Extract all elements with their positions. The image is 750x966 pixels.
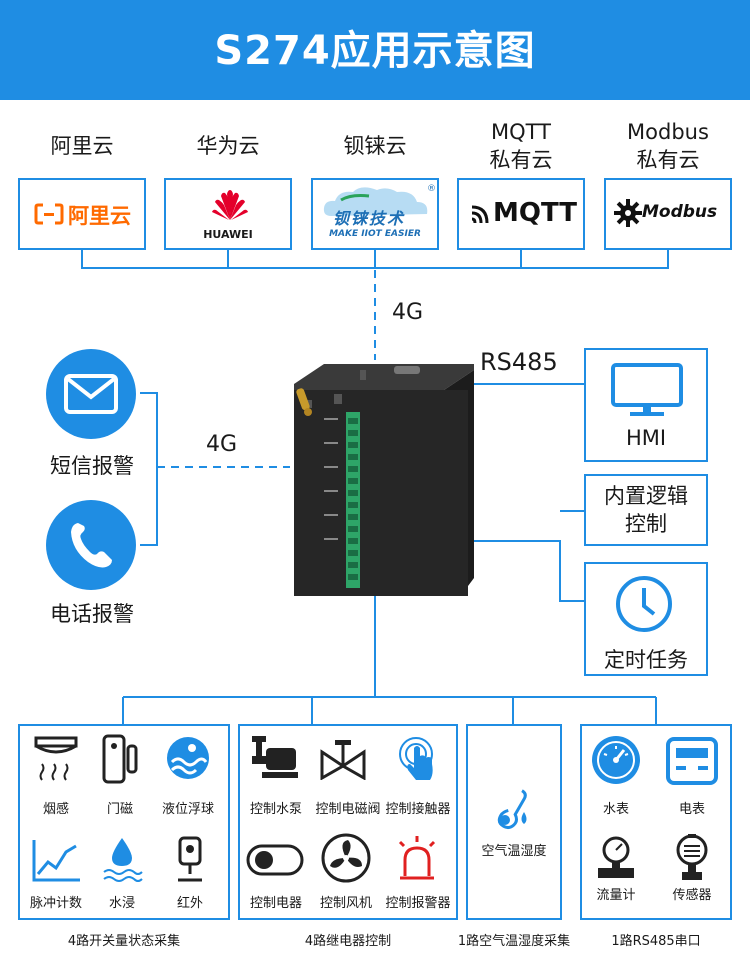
mail-icon: [63, 373, 119, 415]
flow-meter-label: 流量计: [596, 888, 636, 903]
group-caption-relay: 4路继电器控制: [304, 934, 392, 949]
hmi-box: HMI: [584, 348, 708, 462]
door-sensor-icon: [100, 732, 140, 786]
title-banner: [0, 0, 750, 100]
pulse-label: 脉冲计数: [29, 896, 82, 911]
huawei-logo-text: HUAWEI: [203, 228, 253, 241]
phone-alarm-label: 电话报警: [50, 602, 134, 626]
cloud-label-modbus: Modbus 私有云: [627, 120, 709, 172]
door-label: 门磁: [106, 802, 133, 817]
huawei-logo-icon: [210, 188, 250, 222]
pulse-chart-icon: [30, 836, 82, 884]
logic-box: 内置逻辑 控制: [584, 474, 708, 546]
thermometer-icon: [490, 782, 534, 834]
water-meter-icon: [590, 734, 642, 786]
barun-cloud-icon: [321, 186, 431, 220]
cloud-label-mqtt: MQTT 私有云: [489, 120, 553, 172]
cloud-label-barun: 钡铼云: [343, 134, 407, 158]
touch-icon: [394, 734, 440, 782]
cloud-box-barun: ® 钡铼技术 MAKE IIOT EASIER: [311, 178, 439, 250]
alarm-light-icon: [394, 832, 440, 882]
monitor-icon: [610, 362, 684, 418]
modbus-logo-text: Modbus: [642, 202, 718, 222]
timer-label: 定时任务: [604, 648, 688, 672]
water-level-label: 液位浮球: [161, 802, 214, 817]
s274-device: [284, 356, 474, 600]
switch-icon: [246, 844, 304, 876]
infrared-label: 红外: [176, 896, 203, 911]
phone-alarm-circle: [46, 500, 136, 590]
water-immersion-label: 水浸: [108, 896, 135, 911]
rs485-label: RS485: [480, 348, 558, 376]
sms-alarm-label: 短信报警: [50, 454, 134, 478]
aliyun-logo-text: 阿里云: [68, 204, 131, 228]
water-meter-label: 水表: [602, 802, 629, 817]
group-caption-temp-humidity: 1路空气温湿度采集: [457, 934, 571, 949]
group-caption-digital-input: 4路开关量状态采集: [67, 934, 181, 949]
sms-alarm-circle: [46, 349, 136, 439]
sms-4g-label: 4G: [206, 432, 238, 457]
electric-meter-label: 电表: [678, 802, 705, 817]
cloud-box-aliyun: 阿里云: [18, 178, 146, 250]
fan-label: 控制风机: [319, 896, 372, 911]
cloud-box-huawei: HUAWEI: [164, 178, 292, 250]
phone-icon: [68, 520, 116, 570]
valve-icon: [318, 736, 368, 780]
fan-icon: [320, 832, 372, 884]
antenna-icon: [292, 388, 314, 416]
alarm-label: 控制报警器: [385, 896, 451, 911]
cloud-box-mqtt: MQTT: [457, 178, 585, 250]
sensor-icon: [670, 832, 714, 884]
page-title: S274应用示意图: [214, 28, 536, 74]
group-caption-rs485: 1路RS485串口: [611, 934, 701, 949]
clock-icon: [614, 574, 674, 634]
aliyun-logo-icon: [34, 202, 64, 226]
infrared-icon: [172, 836, 208, 884]
group-box-temp-humidity: [466, 724, 562, 920]
smoke-label: 烟感: [42, 802, 69, 817]
barun-logo-subtext: MAKE IIOT EASIER: [329, 229, 421, 239]
mqtt-signal-icon: [469, 203, 491, 227]
barun-logo-text: 钡铼技术: [333, 209, 406, 228]
pump-icon: [248, 734, 302, 782]
appliance-label: 控制电器: [249, 896, 302, 911]
sensor-label: 传感器: [672, 888, 712, 903]
timer-box: 定时任务: [584, 562, 708, 676]
modbus-gear-icon: [614, 198, 642, 228]
smoke-detector-icon: [32, 734, 80, 782]
water-drop-icon: [100, 836, 144, 884]
contactor-label: 控制接触器: [385, 802, 451, 817]
hmi-label: HMI: [625, 426, 667, 450]
logic-label: 内置逻辑 控制: [604, 484, 688, 536]
pump-label: 控制水泵: [249, 802, 302, 817]
cloud-4g-label: 4G: [392, 300, 424, 325]
mqtt-logo-text: MQTT: [493, 198, 578, 228]
valve-label: 控制电磁阀: [315, 802, 381, 817]
temp-humidity-label: 空气温湿度: [481, 844, 547, 859]
barun-registered-mark: ®: [427, 184, 436, 194]
flow-meter-icon: [594, 834, 638, 884]
water-level-icon: [164, 734, 212, 782]
cloud-label-huawei: 华为云: [196, 134, 260, 158]
cloud-label-aliyun: 阿里云: [50, 134, 114, 158]
cloud-box-modbus: Modbus: [604, 178, 732, 250]
electric-meter-icon: [664, 736, 720, 786]
